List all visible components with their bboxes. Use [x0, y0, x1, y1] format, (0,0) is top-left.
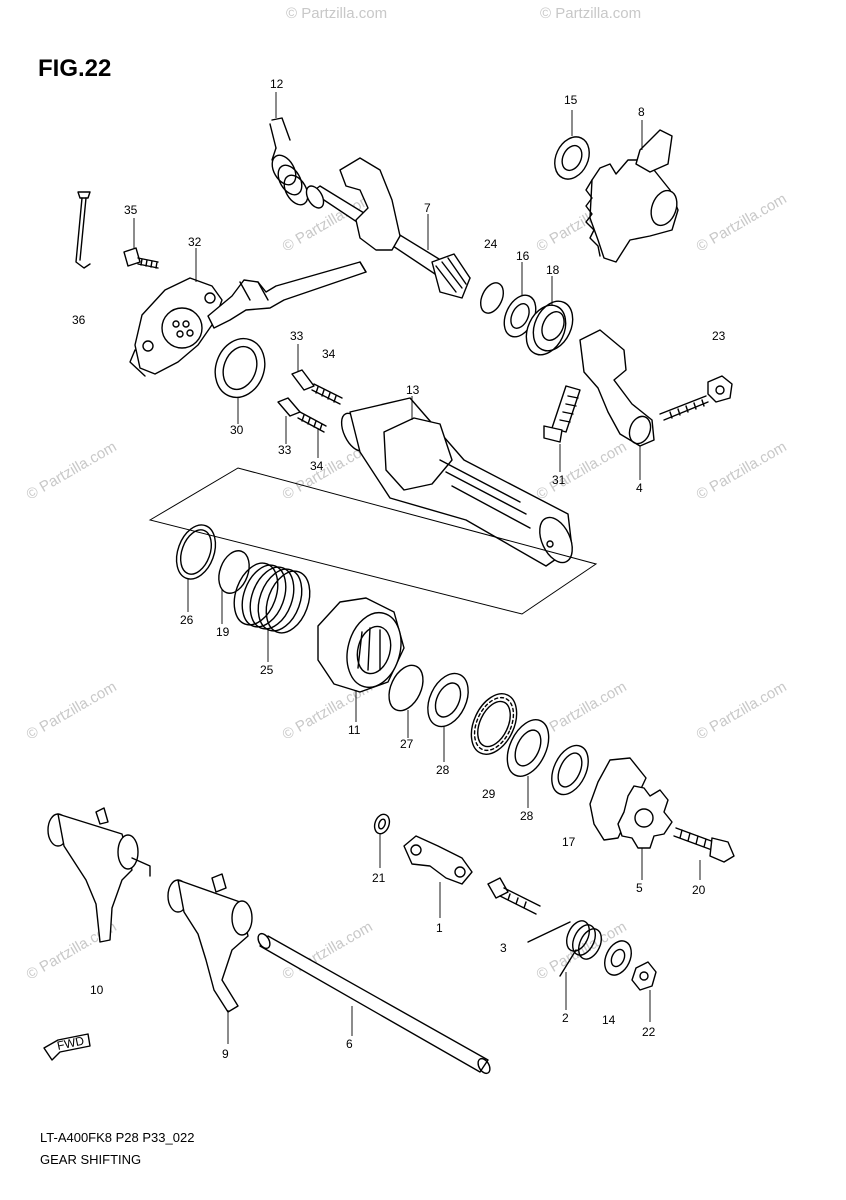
- callout-1: 1: [436, 921, 443, 935]
- callout-5: 5: [636, 881, 643, 895]
- part-1-stopper-arm: [403, 835, 473, 885]
- part-13-shift-drum: [340, 397, 573, 567]
- part-6-fork-shaft: [257, 932, 491, 1075]
- part-29-bearing: [470, 693, 518, 755]
- callout-12: 12: [270, 77, 284, 91]
- watermark: © Partzilla.com: [694, 678, 790, 743]
- part-18-oil-seal: [525, 300, 574, 356]
- watermark: © Partzilla.com: [540, 5, 641, 22]
- callout-28: 28: [436, 763, 450, 777]
- callout-14: 14: [602, 1013, 616, 1027]
- callout-7: 7: [424, 201, 431, 215]
- leader-lines: [133, 92, 701, 1044]
- part-7-shift-shaft: [305, 157, 471, 299]
- callout-16: 16: [516, 249, 530, 263]
- callout-9: 9: [222, 1047, 229, 1061]
- part-9-shift-fork: [167, 873, 253, 1013]
- part-11-sleeve: [317, 597, 405, 693]
- callout-2: 2: [562, 1011, 569, 1025]
- callout-17: 17: [562, 835, 576, 849]
- callout-33: 33: [290, 329, 304, 343]
- watermark: © Partzilla.com: [24, 678, 120, 743]
- callout-27: 27: [400, 737, 414, 751]
- part-bolt-stopper: [487, 877, 541, 915]
- callout-6: 6: [346, 1037, 353, 1051]
- callout-11: 11: [348, 723, 361, 737]
- svg-text:FWD: FWD: [56, 1033, 86, 1052]
- part-22-nut: [631, 961, 657, 991]
- callout-24: 24: [484, 237, 498, 251]
- callout-19: 19: [216, 625, 230, 639]
- part-12-spring: [269, 117, 309, 206]
- callout-4: 4: [636, 481, 643, 495]
- callout-34: 34: [310, 459, 324, 473]
- part-36-clip: [75, 191, 91, 269]
- part-17-washer: [551, 744, 589, 796]
- watermark: © Partzilla.com: [534, 438, 630, 503]
- watermark: © Partzilla.com: [694, 190, 790, 255]
- watermark: © Partzilla.com: [694, 438, 790, 503]
- callout-25: 25: [260, 663, 274, 677]
- callout-23: 23: [712, 329, 726, 343]
- callout-26: 26: [180, 613, 194, 627]
- callout-34: 34: [322, 347, 336, 361]
- part-15-washer: [554, 136, 590, 180]
- part-31-bolt: [543, 385, 581, 443]
- part-27-circlip: [388, 664, 424, 712]
- callout-10: 10: [90, 983, 104, 997]
- part-33-34-pins: [277, 369, 343, 433]
- callout-13: 13: [406, 383, 420, 397]
- callout-33: 33: [278, 443, 292, 457]
- part-8-gear-sector: [585, 129, 679, 263]
- part-25-spring: [233, 562, 311, 634]
- part-30-washer: [214, 337, 266, 399]
- part-5-gear-plate: [589, 757, 673, 849]
- part-14-washer: [604, 940, 632, 976]
- part-3-spring: [527, 920, 603, 977]
- part-28-washer: [427, 672, 469, 728]
- watermark: © Partzilla.com: [24, 438, 120, 503]
- part-35-bolt: [123, 247, 159, 269]
- callout-15: 15: [564, 93, 578, 107]
- part-28-washer: [506, 719, 550, 777]
- callout-18: 18: [546, 263, 560, 277]
- part-19-circlip: [218, 550, 250, 594]
- part-20-bolt: [673, 827, 735, 863]
- part-26-ring: [175, 524, 217, 580]
- fwd-arrow-icon: FWD: [43, 1033, 91, 1061]
- part-32-housing: [129, 261, 367, 377]
- part-24-circlip: [479, 282, 505, 314]
- watermark: © Partzilla.com: [286, 5, 387, 22]
- diagram-code: LT-A400FK8 P28 P33_022: [40, 1130, 194, 1145]
- callout-36: 36: [72, 313, 86, 327]
- callout-29: 29: [482, 787, 496, 801]
- callout-22: 22: [642, 1025, 656, 1039]
- figure-title: FIG.22: [38, 55, 111, 82]
- part-4-lever: [579, 329, 733, 447]
- callout-32: 32: [188, 235, 202, 249]
- callout-labels: 12 15 8 7 35 32 24 16 18 36 33 34 23 13 …: [72, 77, 726, 1061]
- callout-21: 21: [372, 871, 386, 885]
- assembly-outline: [148, 467, 598, 615]
- callout-30: 30: [230, 423, 244, 437]
- callout-28: 28: [520, 809, 534, 823]
- callout-31: 31: [552, 473, 566, 487]
- part-21-washer: [373, 813, 391, 835]
- part-10-shift-fork: [47, 807, 151, 943]
- callout-35: 35: [124, 203, 138, 217]
- diagram-name: GEAR SHIFTING: [40, 1152, 141, 1167]
- callout-20: 20: [692, 883, 706, 897]
- callout-8: 8: [638, 105, 645, 119]
- callout-3: 3: [500, 941, 507, 955]
